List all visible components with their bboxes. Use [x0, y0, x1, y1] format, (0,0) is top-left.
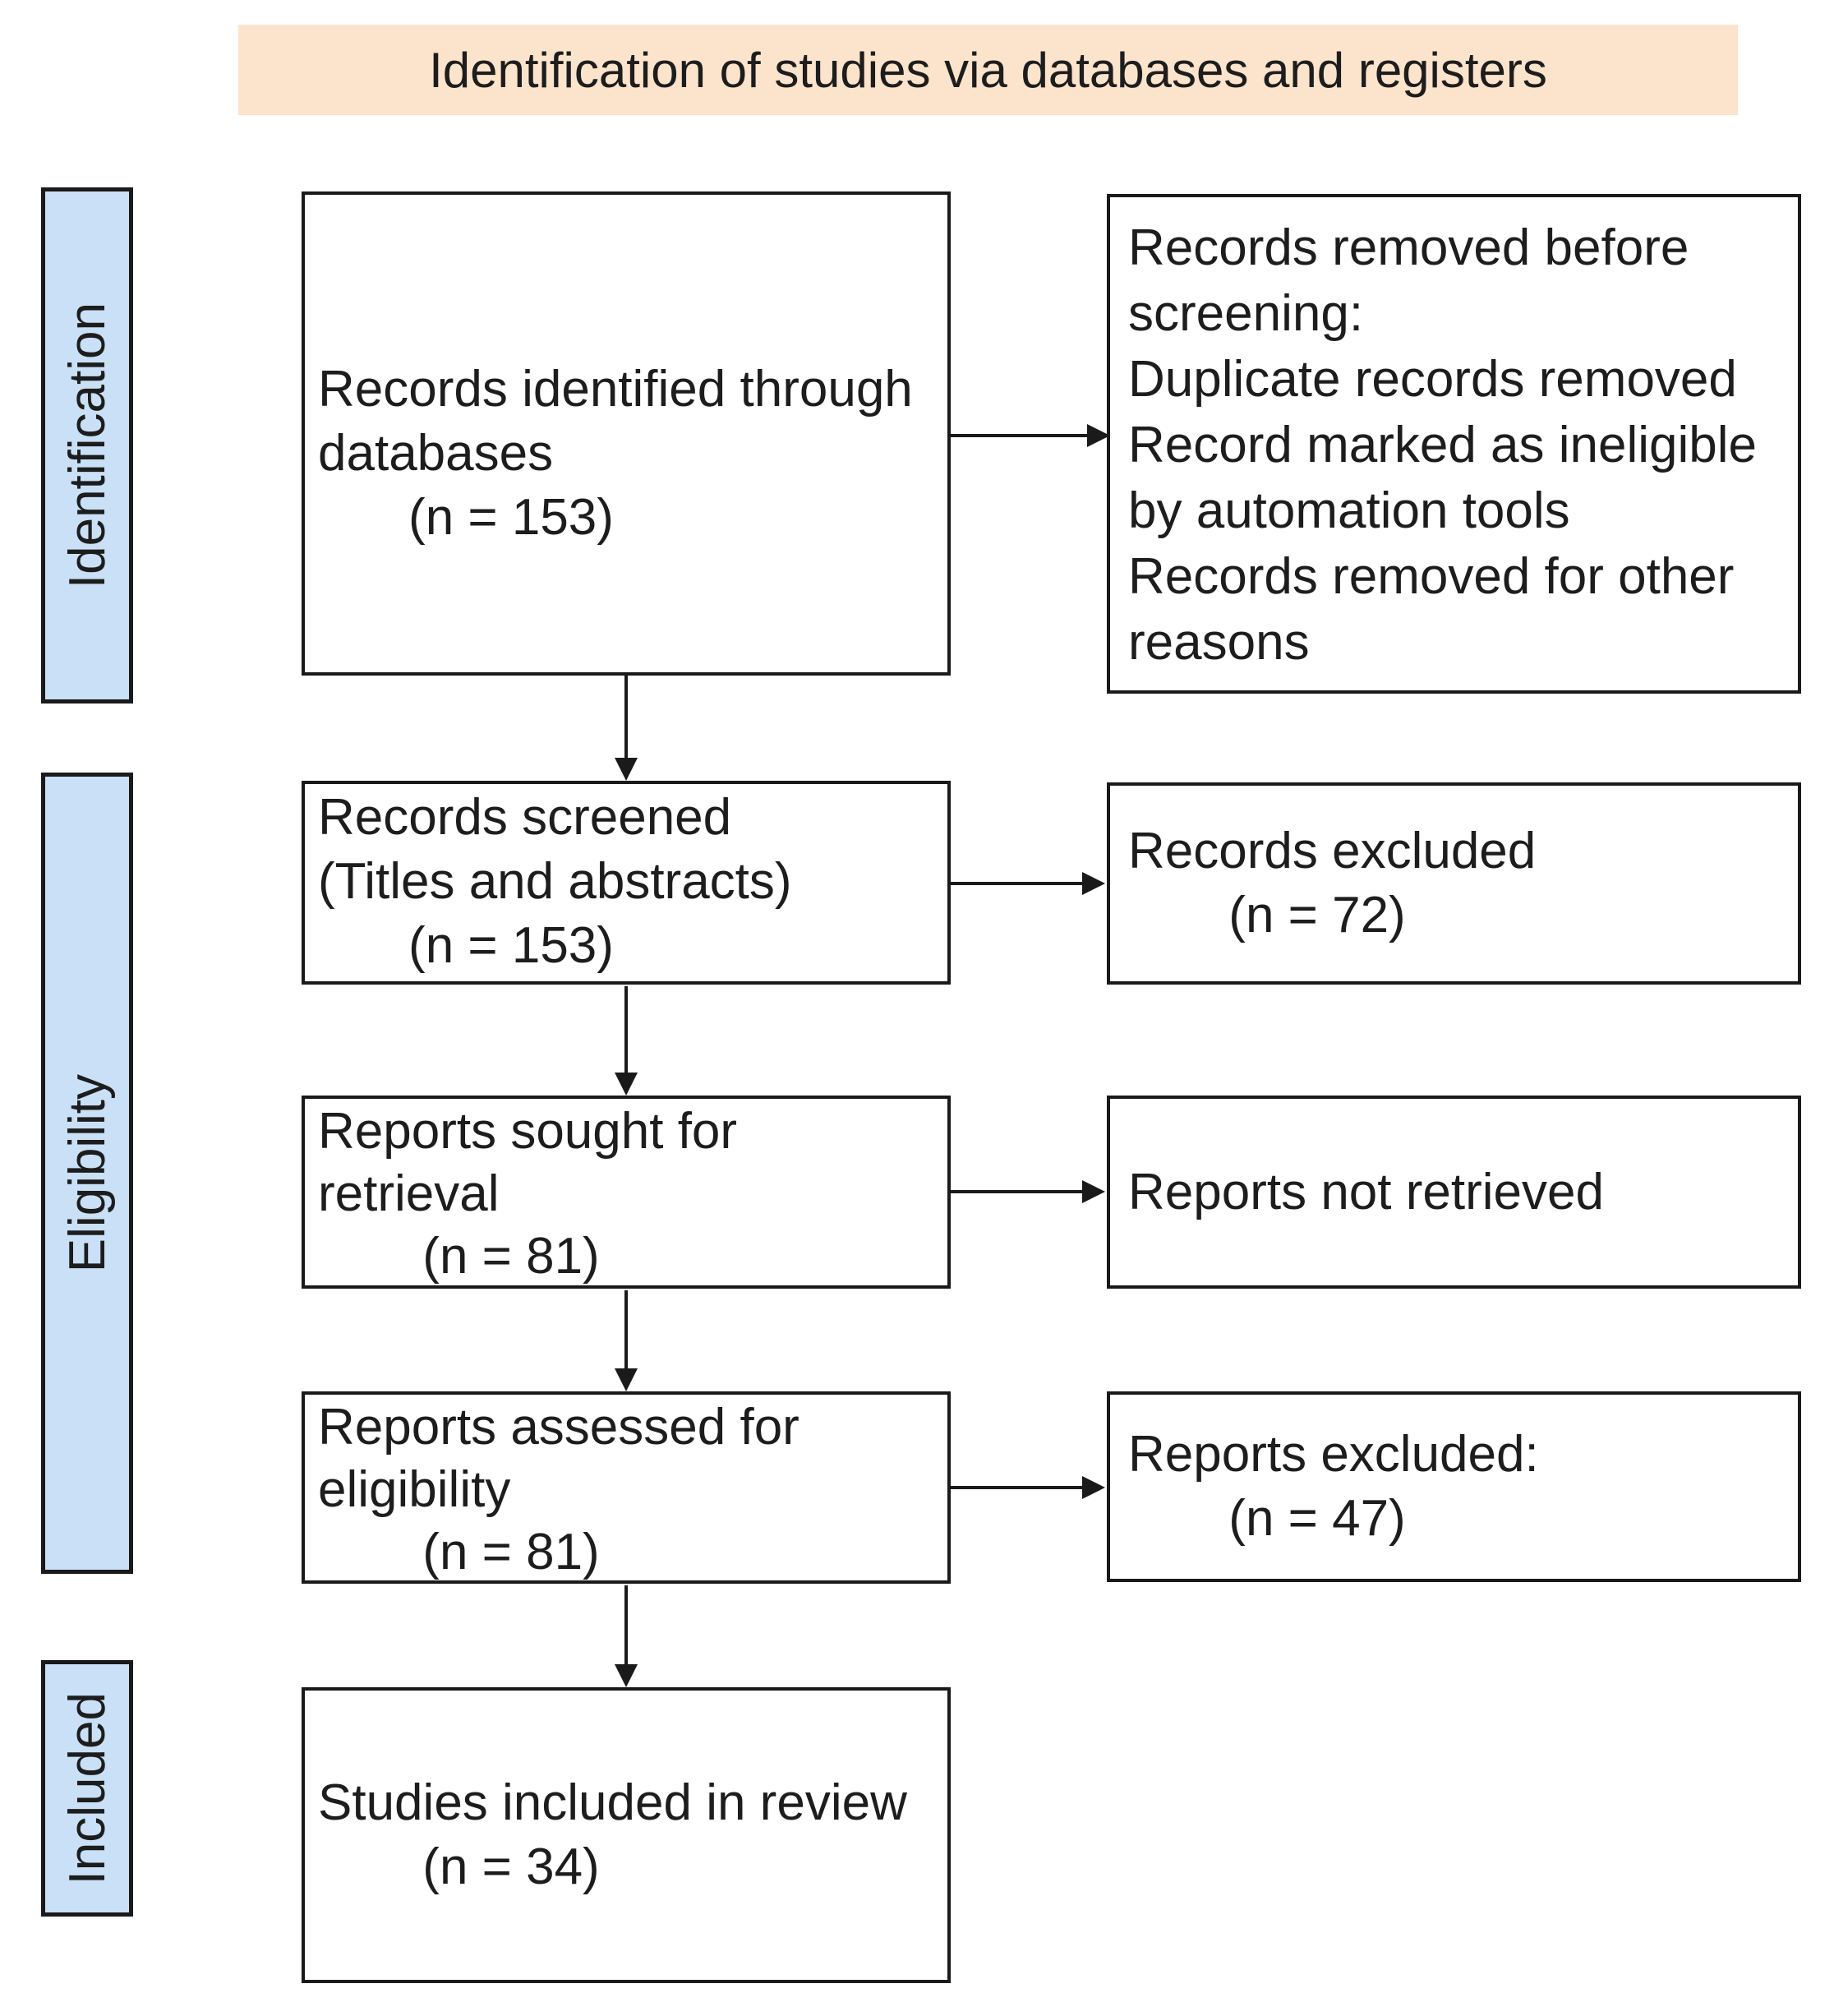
- arrow-sought-to-not-retrieved: [951, 1180, 1105, 1203]
- box-reports-excluded-label: Reports excluded:: [1128, 1426, 1539, 1483]
- box-records-excluded: Records excluded (n = 72): [1107, 782, 1801, 985]
- stage-label-included: Included: [58, 1691, 116, 1885]
- box-reports-assessed-count: (n = 81): [422, 1524, 600, 1580]
- stage-label-eligibility: Eligibility: [58, 1073, 116, 1273]
- box-records-removed-label: Records removed before screening: Duplic…: [1128, 219, 1758, 671]
- arrow-assessed-to-included: [615, 1585, 638, 1687]
- box-records-screened-count: (n = 153): [408, 917, 614, 974]
- box-reports-sought-label: Reports sought for retrieval: [318, 1103, 738, 1222]
- arrow-screened-to-sought: [615, 986, 638, 1096]
- arrow-assessed-to-reports-excluded: [951, 1476, 1105, 1499]
- stage-label-identification: Identification: [58, 302, 116, 589]
- box-reports-assessed: Reports assessed for eligibility (n = 81…: [302, 1391, 951, 1584]
- box-studies-included: Studies included in review (n = 34): [302, 1687, 951, 1983]
- box-records-removed-before-screening: Records removed before screening: Duplic…: [1107, 194, 1801, 694]
- box-records-screened: Records screened (Titles and abstracts) …: [302, 781, 951, 985]
- stage-band-eligibility: Eligibility: [41, 773, 133, 1574]
- box-records-identified-label: Records identified through databases: [318, 361, 913, 482]
- box-records-identified-count: (n = 153): [408, 489, 614, 546]
- box-reports-excluded: Reports excluded: (n = 47): [1107, 1391, 1801, 1582]
- box-reports-sought: Reports sought for retrieval (n = 81): [302, 1096, 951, 1289]
- box-records-excluded-count: (n = 72): [1228, 887, 1406, 943]
- diagram-header: Identification of studies via databases …: [238, 25, 1738, 115]
- arrow-identified-to-removed: [951, 424, 1110, 447]
- box-studies-included-label: Studies included in review: [318, 1774, 907, 1831]
- stage-band-included: Included: [41, 1660, 133, 1917]
- box-reports-sought-count: (n = 81): [422, 1228, 600, 1285]
- box-records-identified: Records identified through databases (n …: [302, 191, 951, 676]
- arrow-screened-to-records-excluded: [951, 872, 1105, 895]
- stage-band-identification: Identification: [41, 187, 133, 704]
- box-reports-not-retrieved: Reports not retrieved: [1107, 1096, 1801, 1289]
- box-reports-assessed-label: Reports assessed for eligibility: [318, 1399, 799, 1518]
- arrow-identified-to-screened: [615, 676, 638, 781]
- arrow-sought-to-assessed: [615, 1290, 638, 1391]
- box-reports-not-retrieved-label: Reports not retrieved: [1128, 1163, 1604, 1220]
- box-reports-excluded-count: (n = 47): [1228, 1490, 1406, 1547]
- box-studies-included-count: (n = 34): [422, 1838, 600, 1895]
- box-records-excluded-label: Records excluded: [1128, 823, 1537, 879]
- box-records-screened-label: Records screened (Titles and abstracts): [318, 789, 792, 910]
- diagram-title: Identification of studies via databases …: [429, 42, 1547, 98]
